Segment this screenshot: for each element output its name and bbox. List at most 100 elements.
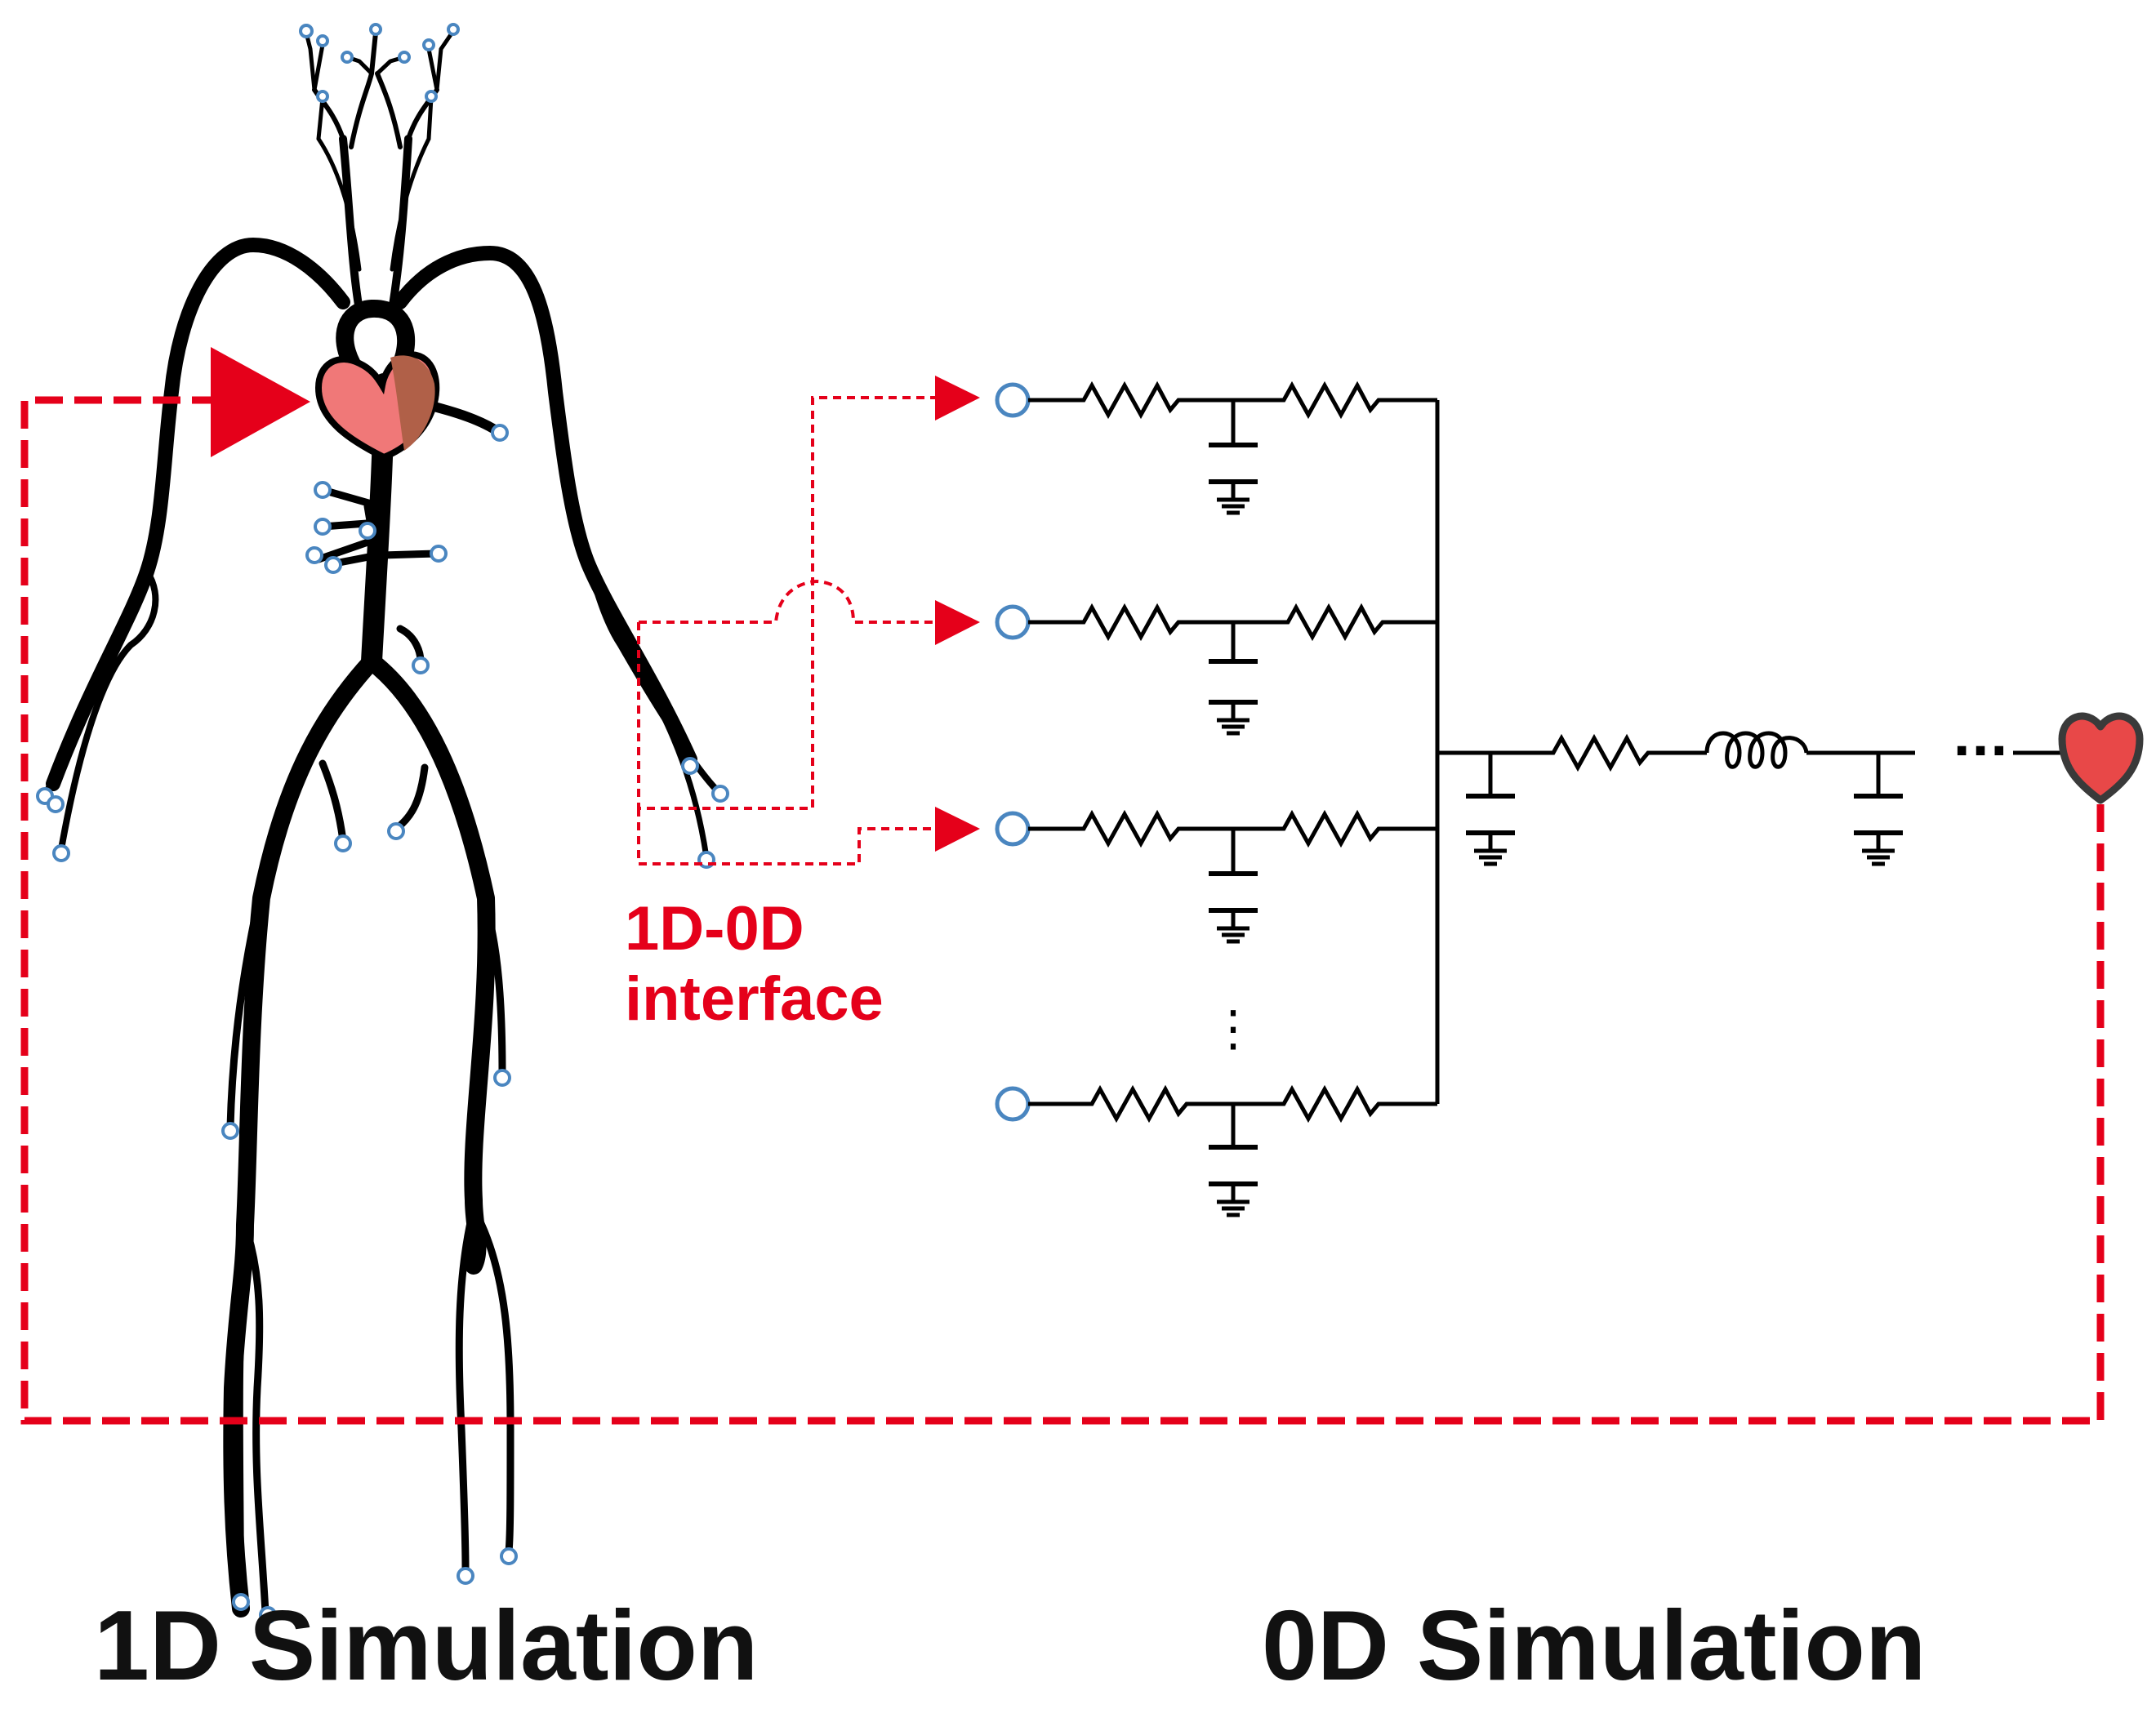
outlet-node-icon [425, 90, 438, 103]
outlet-node-icon [314, 518, 332, 536]
head-branch-7 [426, 47, 439, 92]
capacitor-icon [1209, 622, 1258, 705]
right-iliac-leg [223, 652, 381, 1618]
left-thigh-branch [482, 902, 506, 1078]
outlet-node-icon [995, 382, 1031, 418]
inductor-icon [1704, 731, 1809, 769]
series-continuation: ··· [1953, 723, 2008, 780]
head-branch-6 [434, 29, 456, 92]
arrowhead-icon [935, 600, 980, 645]
neck-vessel-a [312, 87, 345, 141]
outlet-node-icon [305, 546, 323, 564]
left-iliac-leg [363, 652, 496, 1275]
label-interface-line1: 1D-0D [625, 894, 804, 963]
abdominal-branch-1 [318, 486, 384, 510]
capacitor-icon [1209, 829, 1258, 913]
aortic-arch [336, 300, 416, 393]
ground-icon [1862, 833, 1895, 864]
outlet-node-icon [995, 1086, 1031, 1122]
head-branch-8 [316, 96, 325, 141]
outlet-node-icon [341, 51, 354, 64]
rcr-branch-1 [995, 382, 1437, 513]
left-subclavian-arm [393, 246, 697, 767]
resistor-icon [1544, 738, 1650, 768]
ground-icon [1217, 702, 1250, 733]
outlet-node-icon [995, 604, 1031, 640]
label-1d-simulation: 1D Simulation [94, 1590, 759, 1701]
capacitor-icon [1466, 753, 1515, 835]
outlet-node-icon [359, 522, 376, 540]
right-forearm-a [58, 568, 159, 852]
neck-vessel-c [349, 71, 374, 149]
outlet-node-icon [500, 1547, 518, 1565]
label-0d-simulation: 0D Simulation [1262, 1590, 1927, 1701]
outlet-node-icon [316, 90, 329, 103]
abdominal-branch-4 [331, 551, 381, 567]
internal-iliac-right [318, 759, 347, 845]
resistor-icon [1074, 814, 1180, 843]
arrowhead-icon [211, 347, 310, 457]
head-branch-9 [426, 96, 434, 141]
outlet-node-icon [491, 424, 509, 442]
head-branch-2 [312, 42, 325, 92]
outlet-node-icon [369, 23, 382, 36]
ground-icon [1217, 482, 1250, 513]
outlet-node-icon [299, 24, 314, 38]
outlet-node-icon [398, 51, 411, 64]
ground-icon [1474, 833, 1507, 864]
label-interface: 1D-0D interface [625, 894, 884, 1035]
arrowhead-icon [935, 376, 980, 421]
outlet-node-icon [316, 34, 329, 47]
outlet-node-icon [52, 844, 70, 862]
resistor-icon [1074, 607, 1180, 637]
resistor-icon [1082, 1089, 1188, 1119]
head-branch-1 [304, 30, 317, 92]
neck-vessel-e [316, 136, 362, 272]
rcr-branch-2 [995, 604, 1437, 733]
outlet-node-icon [221, 1122, 239, 1140]
outlet-node-icon [47, 795, 65, 813]
branch-continuation: ⋮ [1209, 1000, 1258, 1057]
abdominal-branch-3 [314, 535, 381, 563]
outlet-node-icon [259, 1606, 277, 1624]
outlet-node-icon [493, 1069, 511, 1087]
right-shin-b [236, 1262, 248, 1604]
outlet-node-icon [457, 1567, 474, 1585]
neck-vessel-f [390, 136, 431, 272]
capacitor-icon [1209, 400, 1258, 484]
outlet-node-icon [422, 38, 435, 51]
outlet-node-icon [995, 811, 1031, 847]
outlet-node-icon [412, 656, 430, 674]
outlet-node-icon [711, 785, 729, 803]
right-thigh-branch [226, 902, 261, 1131]
label-interface-line2: interface [625, 964, 884, 1034]
resistor-icon [1274, 814, 1380, 843]
outlet-node-icon [334, 834, 352, 852]
resistor-icon [1074, 385, 1180, 415]
left-shin-b [474, 1213, 514, 1555]
renal-branch [396, 625, 425, 665]
neck-vessel-d [375, 71, 403, 149]
series-path: ··· [1437, 723, 2062, 864]
outlet-node-icon [447, 23, 460, 36]
left-forearm-b [593, 585, 710, 861]
rcr-branch-4 [995, 1086, 1437, 1215]
interface-connections [637, 396, 935, 866]
capacitor-icon [1854, 753, 1903, 835]
carotid-left [339, 135, 363, 314]
resistor-icon [1274, 385, 1380, 415]
outlet-node-icon [314, 481, 332, 499]
head-branch-3 [369, 30, 378, 76]
outlet-node-icon [681, 757, 699, 775]
right-shin-a [241, 1221, 270, 1617]
outlet-nodes [36, 23, 729, 1624]
ground-icon [1217, 1184, 1250, 1215]
ground-icon [1217, 910, 1250, 941]
outlet-node-icon [232, 1593, 250, 1611]
resistor-icon [1274, 1089, 1380, 1119]
rcr-branch-3 [995, 811, 1437, 941]
capacitor-icon [1209, 1104, 1258, 1186]
heart-icon [314, 351, 440, 461]
resistor-icon [1278, 607, 1384, 637]
